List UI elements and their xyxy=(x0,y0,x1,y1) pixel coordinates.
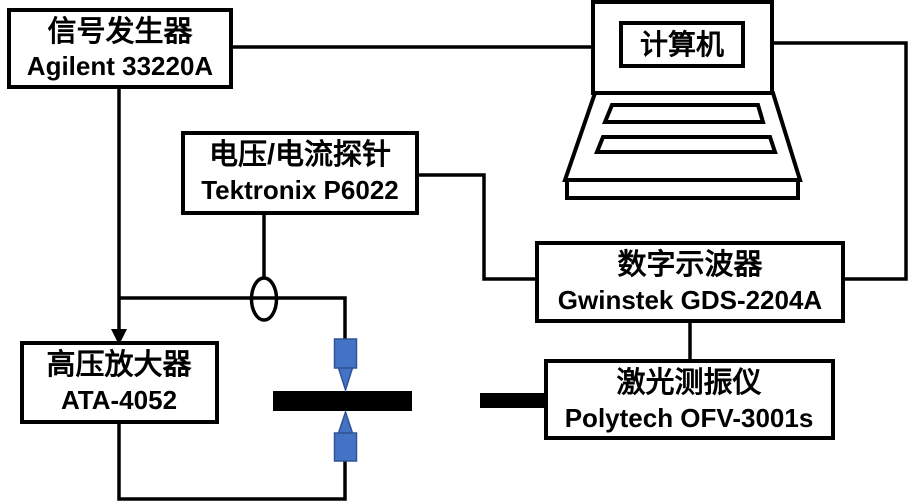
laser-vibrometer-model: Polytech OFV-3001s xyxy=(565,403,814,433)
connectors xyxy=(111,41,908,501)
laser-vibrometer-node: 激光测振仪 Polytech OFV-3001s xyxy=(544,359,835,440)
wire-computer-to-oscilloscope xyxy=(772,41,908,281)
specimen-bar xyxy=(273,391,412,411)
piezo-top-body xyxy=(333,338,358,369)
voltage-current-probe-box xyxy=(181,131,419,215)
voltage-current-probe-node: 电压/电流探针 Tektronix P6022 xyxy=(181,131,419,215)
oscilloscope-node: 数字示波器 Gwinstek GDS-2204A xyxy=(535,241,845,323)
piezo-top-tip xyxy=(337,367,354,393)
computer-label-box xyxy=(619,21,745,68)
laptop-base xyxy=(565,178,800,200)
arrowhead-into-amplifier xyxy=(111,329,127,345)
hv-amplifier-name: 高压放大器 xyxy=(46,348,192,381)
current-probe-clamp-icon xyxy=(249,276,279,322)
oscilloscope-name: 数字示波器 xyxy=(617,247,763,281)
wire-amplifier-return-loop xyxy=(117,422,347,501)
voltage-current-probe-model: Tektronix P6022 xyxy=(201,175,399,205)
piezo-transducer-bottom xyxy=(333,409,358,462)
wire-probe-to-oscilloscope xyxy=(417,173,537,281)
hv-amplifier-box xyxy=(20,341,219,424)
laptop-keyboard-row-2 xyxy=(594,135,778,154)
hv-amplifier-node: 高压放大器 ATA-4052 xyxy=(20,341,219,424)
piezo-bottom-tip xyxy=(337,409,354,434)
hv-amplifier-model: ATA-4052 xyxy=(61,385,177,415)
computer-label: 计算机 xyxy=(640,28,724,60)
voltage-current-probe-name: 电压/电流探针 xyxy=(209,138,391,171)
signal-generator-box xyxy=(7,8,233,89)
computer-icon: 计算机 xyxy=(562,0,803,200)
signal-generator-name: 信号发生器 xyxy=(47,15,193,48)
laser-beam xyxy=(480,393,546,408)
laser-vibrometer-box xyxy=(544,359,835,440)
oscilloscope-model: Gwinstek GDS-2204A xyxy=(558,285,823,315)
piezo-bottom-body xyxy=(333,432,358,462)
signal-generator-model: Agilent 33220A xyxy=(27,51,214,81)
wire-to-top-transducer xyxy=(119,296,347,339)
oscilloscope-box xyxy=(535,241,845,323)
laser-vibrometer-name: 激光测振仪 xyxy=(616,366,761,399)
piezo-transducer-top xyxy=(333,338,358,393)
signal-generator-node: 信号发生器 Agilent 33220A xyxy=(7,8,233,89)
laptop-keyboard-row-1 xyxy=(602,103,766,124)
